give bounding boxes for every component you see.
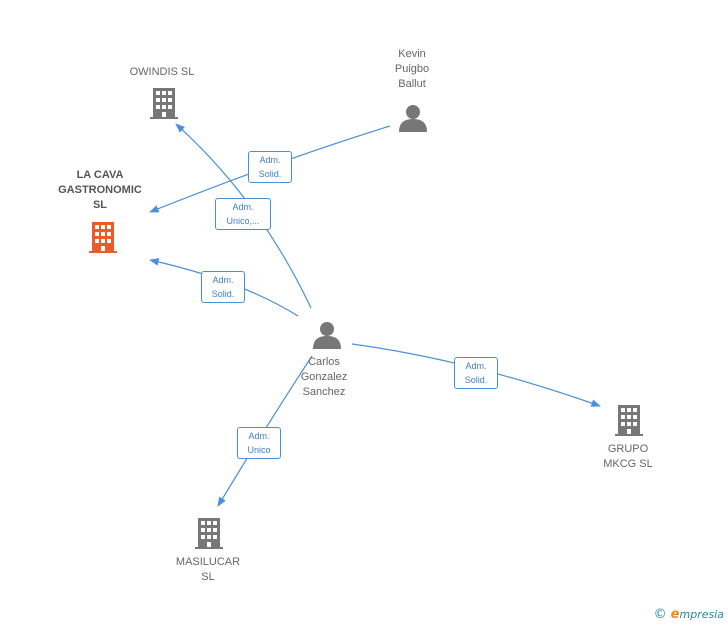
brand-e: e [670, 607, 680, 622]
owindis-building-icon[interactable] [150, 88, 178, 119]
masilucar-building-icon[interactable] [195, 518, 223, 549]
carlos-label[interactable]: Carlos Gonzalez Sanchez [300, 356, 348, 398]
masilucar-label[interactable]: MASILUCAR SL [175, 556, 241, 583]
lacava-label[interactable]: LA CAVA GASTRONOMIC SL [58, 169, 142, 211]
lacava-building-icon[interactable] [89, 222, 117, 253]
edge-label-kevin-lacava: Adm. Solid. [248, 151, 292, 183]
copyright-icon: © [653, 607, 667, 622]
edge-label-carlos-grupo: Adm. Solid. [454, 357, 498, 389]
empresia-watermark: ©empresia [654, 607, 724, 622]
edge-label-carlos-masilucar: Adm. Unico [237, 427, 281, 459]
owindis-label[interactable]: OWINDIS SL [129, 66, 195, 78]
edge-label-carlos-lacava: Adm. Solid. [201, 271, 245, 303]
edge-label-carlos-owindis: Adm. Unico,... [215, 198, 271, 230]
brand-rest: mpresia [679, 608, 724, 621]
edge-carlos-masilucar [217, 355, 313, 507]
kevin-person-icon[interactable] [399, 105, 427, 132]
carlos-person-icon[interactable] [313, 322, 341, 349]
grupo-building-icon[interactable] [615, 405, 643, 436]
kevin-label[interactable]: Kevin Puigbo Ballut [394, 48, 430, 90]
grupo-label[interactable]: GRUPO MKCG SL [603, 443, 653, 470]
